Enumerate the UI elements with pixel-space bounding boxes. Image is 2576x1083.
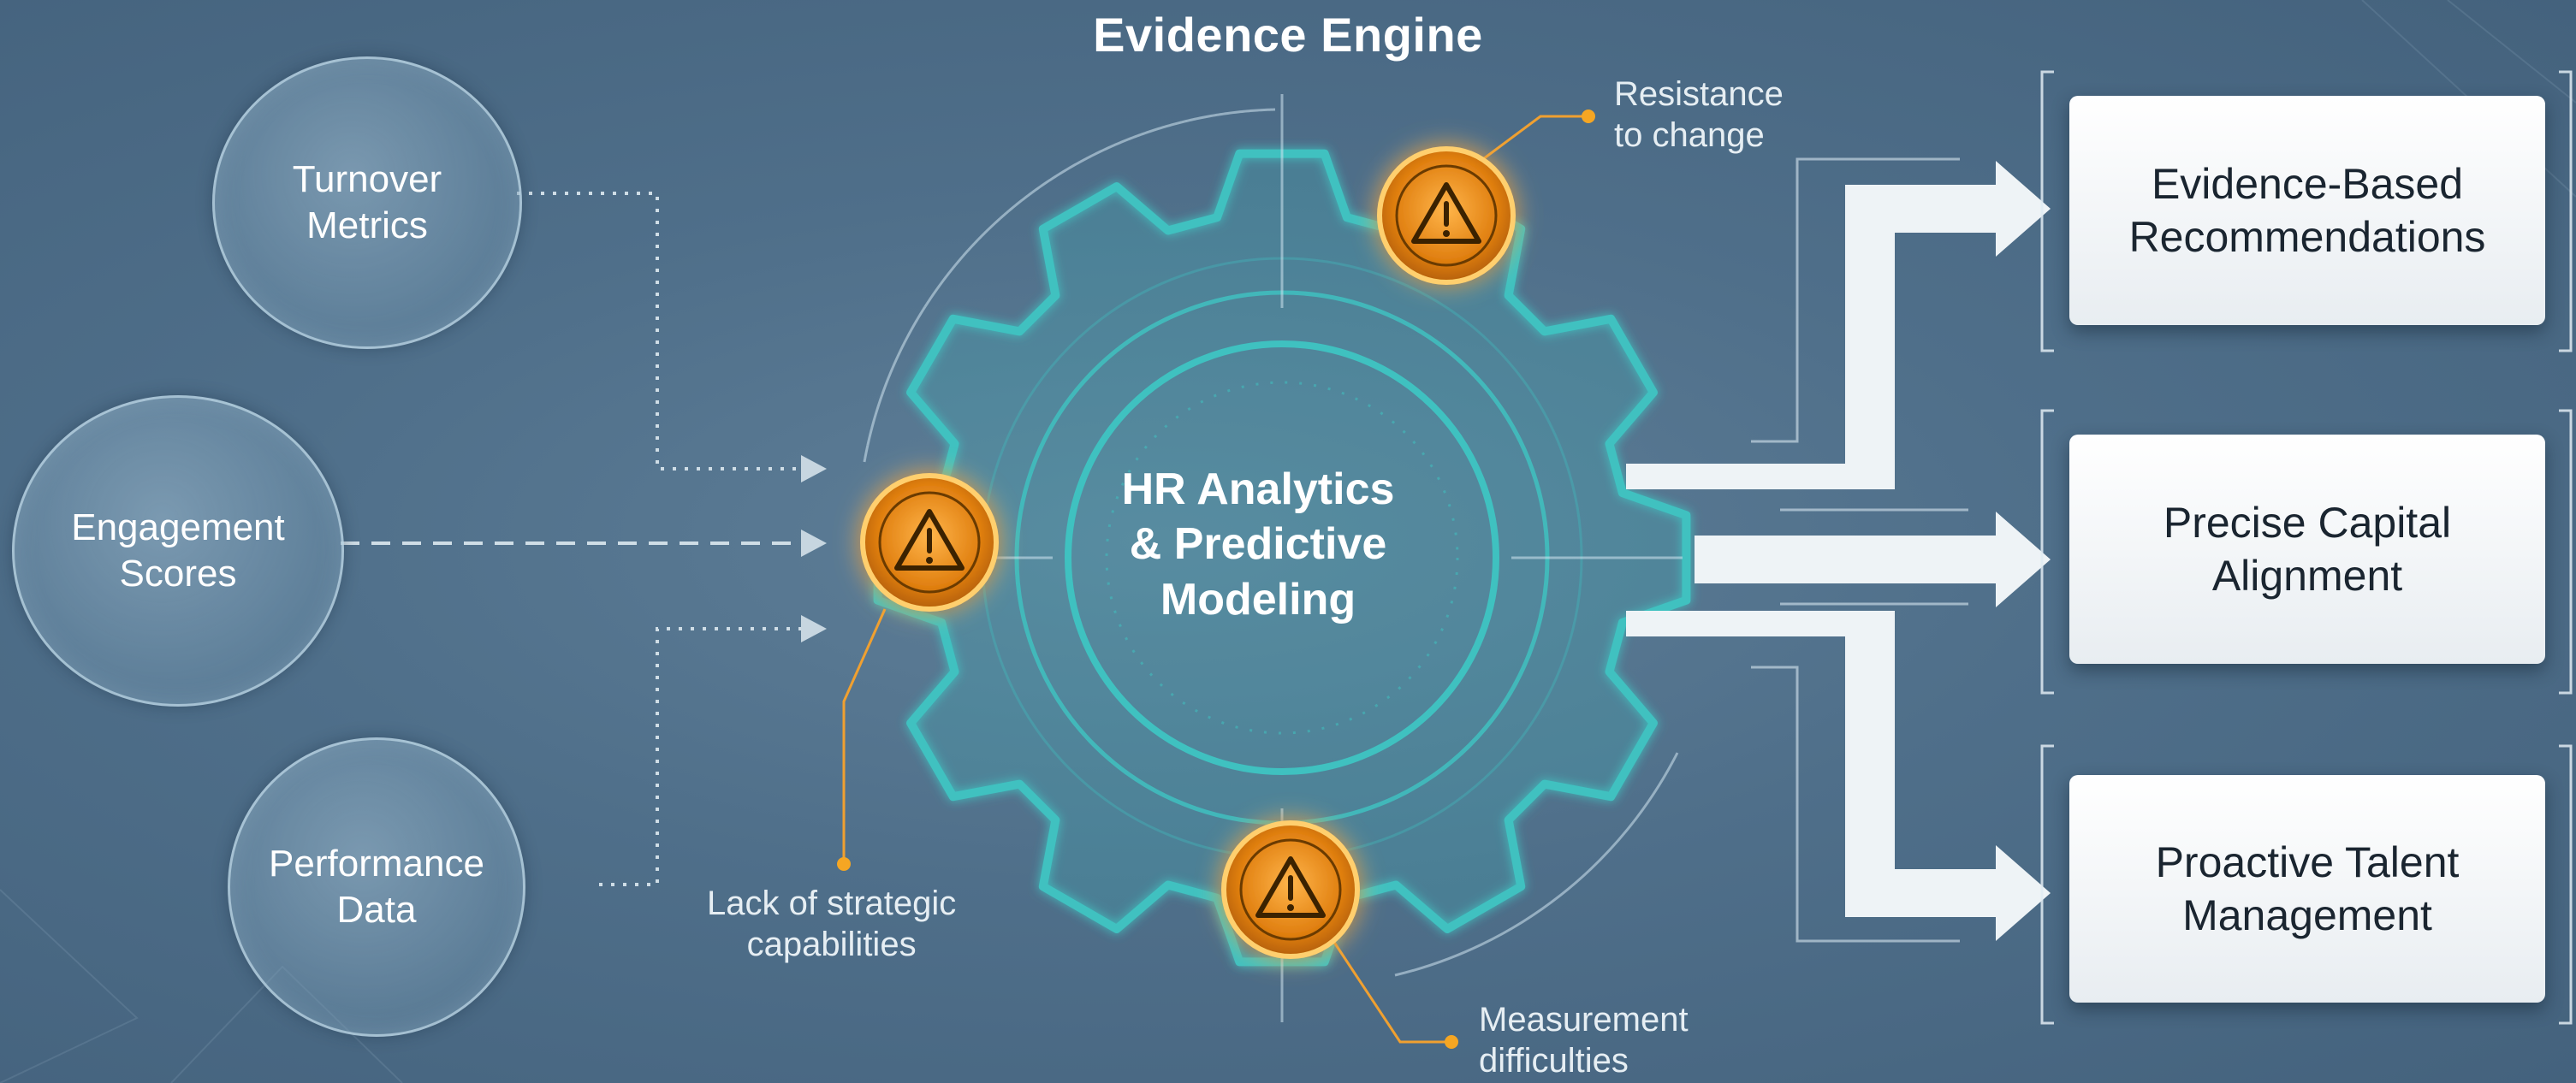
input-arrowheads bbox=[801, 455, 827, 642]
challenge-strategic-label: Lack of strategic capabilities bbox=[707, 885, 957, 963]
warning-icon bbox=[1377, 146, 1516, 285]
output-arrows bbox=[1626, 161, 2051, 941]
input-turnover-metrics: Turnover Metrics bbox=[212, 56, 522, 349]
output-talent-management: Proactive Talent Management bbox=[2069, 775, 2545, 1003]
output-circuit-lines bbox=[1751, 157, 1968, 943]
output-capital-alignment: Precise Capital Alignment bbox=[2069, 435, 2545, 664]
diagram-title: Evidence Engine bbox=[1093, 8, 1483, 62]
challenge-leader-dots bbox=[837, 109, 1595, 1049]
challenge-resistance-label: Resistance to change bbox=[1614, 75, 1784, 154]
output-evidence-recommendations: Evidence-Based Recommendations bbox=[2069, 96, 2545, 325]
output-frames bbox=[2040, 70, 2573, 1025]
warning-badges bbox=[860, 146, 1516, 959]
warning-icon bbox=[860, 473, 999, 612]
core-label: HR Analytics & Predictive Modeling bbox=[1121, 465, 1395, 624]
challenge-measurement-label: Measurement difficulties bbox=[1479, 1001, 1689, 1080]
warning-icon bbox=[1221, 820, 1360, 959]
input-connectors bbox=[341, 192, 804, 886]
input-engagement-scores: Engagement Scores bbox=[12, 395, 344, 707]
input-performance-data: Performance Data bbox=[228, 737, 525, 1037]
